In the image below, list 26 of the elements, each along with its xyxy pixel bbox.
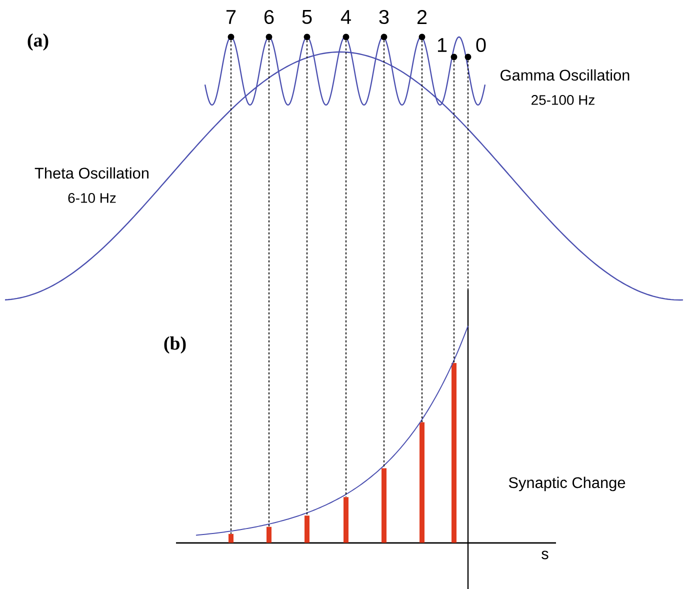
peak-number: 1 [438,38,447,52]
peak-number: 6 [264,10,274,24]
guide-line [268,40,270,528]
bar [420,422,424,543]
axis-label: Synaptic Change [508,476,626,492]
peak-number: 7 [226,10,236,24]
panel-label: (b) [164,336,186,354]
bar [304,516,310,543]
bar [228,534,234,543]
peak-number: 4 [340,10,351,24]
bar [382,468,386,543]
axis-label: s [542,550,548,560]
bar [344,497,348,543]
panel-label: (a) [28,33,48,51]
frequency-label: 6-10 Hz [68,193,116,203]
bar [266,526,272,543]
peak-number: 5 [302,10,312,24]
peak-number: 2 [417,10,427,24]
peak-number: 0 [476,38,486,52]
bar [452,363,456,543]
curve-label: Gamma Oscillation [500,69,630,81]
curve-label: Theta Oscillation [34,167,148,179]
guide-line [306,40,308,516]
peak-number: 3 [379,10,389,24]
guide-line [230,40,232,534]
frequency-label: 25-100 Hz [532,95,594,105]
